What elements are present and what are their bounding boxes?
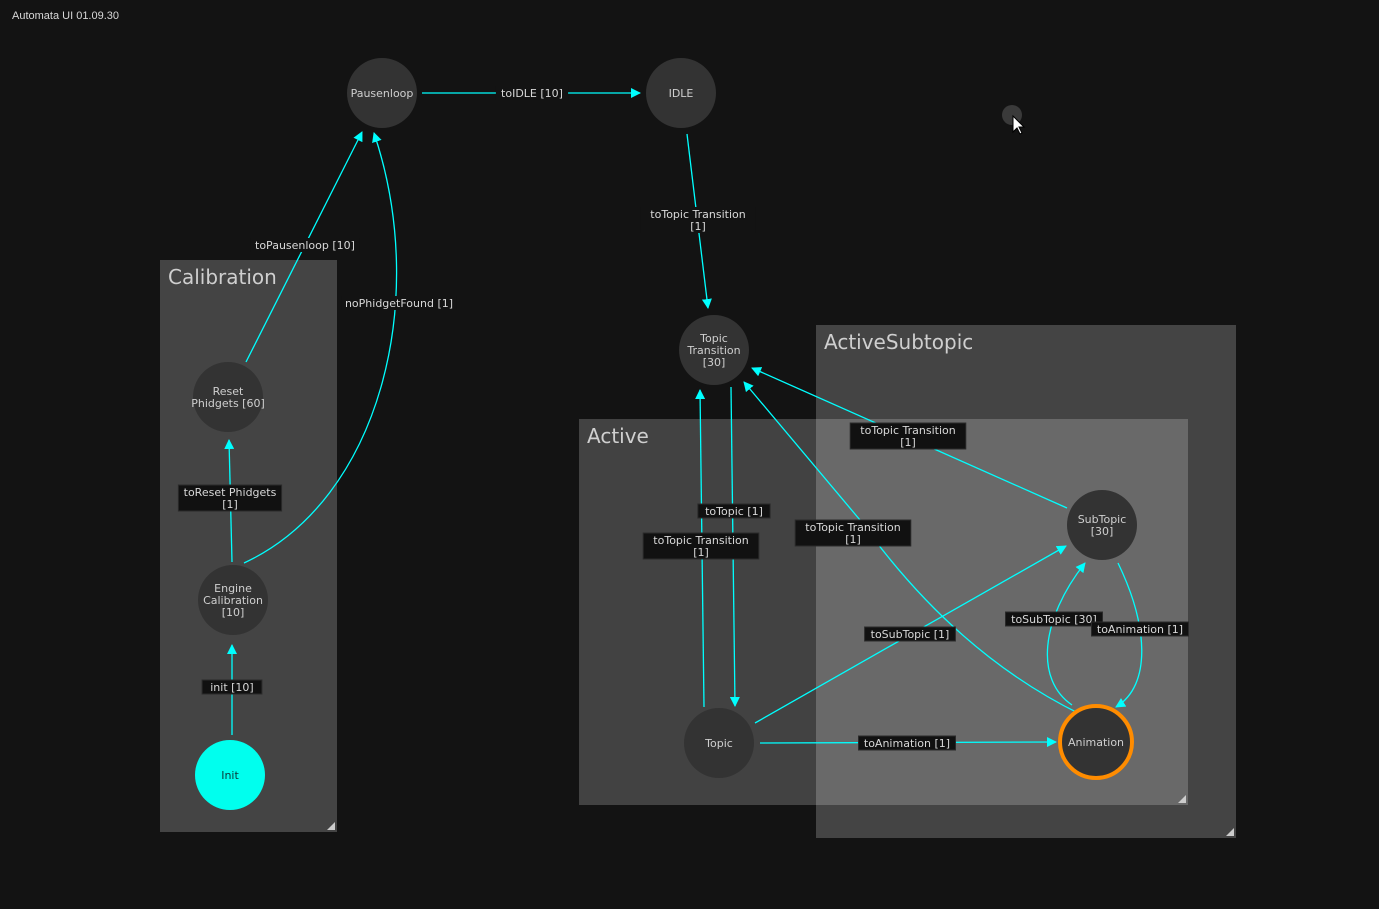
transition-animation-to-subtopic[interactable] bbox=[1046, 562, 1086, 706]
state-label: SubTopic[30] bbox=[1078, 513, 1127, 538]
state-node-animation[interactable]: Animation bbox=[1058, 704, 1134, 780]
state-label: Animation bbox=[1068, 736, 1124, 749]
transition-label-text: toPausenloop [10] bbox=[255, 239, 355, 252]
transition-label-text: toAnimation [1] bbox=[1097, 623, 1183, 636]
transition-label[interactable]: toAnimation [1] bbox=[1091, 621, 1189, 637]
group-title: Active bbox=[587, 424, 649, 448]
transition-label-text: toReset Phidgets[1] bbox=[184, 486, 277, 511]
transition-label-text: toTopic Transition[1] bbox=[650, 208, 745, 233]
mouse-cursor-icon bbox=[1002, 105, 1026, 135]
state-label: Pausenloop bbox=[351, 87, 414, 100]
transition-label-text: toTopic Transition[1] bbox=[653, 534, 748, 559]
transition-subtopic-to-animation[interactable] bbox=[1115, 562, 1143, 708]
transition-label[interactable]: toAnimation [1] bbox=[858, 735, 956, 751]
resize-handle[interactable] bbox=[327, 822, 335, 830]
transition-label-text: toSubTopic [30] bbox=[1011, 613, 1097, 626]
state-node-subtopic[interactable]: SubTopic[30] bbox=[1067, 490, 1137, 560]
group-title: Calibration bbox=[168, 265, 277, 289]
transition-label-text: noPhidgetFound [1] bbox=[345, 297, 453, 310]
transition-label-text: init [10] bbox=[210, 681, 253, 694]
transition-label-text: toTopic [1] bbox=[705, 505, 763, 518]
transition-label[interactable]: toTopic Transition[1] bbox=[640, 207, 756, 233]
transition-label[interactable]: toTopic [1] bbox=[697, 503, 771, 519]
transition-label-text: toTopic Transition[1] bbox=[805, 521, 900, 546]
group-activesubtopic[interactable]: ActiveSubtopic bbox=[816, 325, 1236, 838]
transition-label[interactable]: init [10] bbox=[201, 679, 263, 695]
state-label: Topic bbox=[704, 737, 733, 750]
transition-label[interactable]: toPausenloop [10] bbox=[250, 238, 360, 252]
transition-label[interactable]: toTopic Transition[1] bbox=[849, 422, 967, 450]
app-title: Automata UI 01.09.30 bbox=[12, 10, 120, 22]
group-title: ActiveSubtopic bbox=[824, 330, 973, 354]
transition-engine-calibration-to-pausenloop[interactable] bbox=[243, 132, 398, 564]
transition-label[interactable]: toReset Phidgets[1] bbox=[177, 484, 283, 512]
transition-label[interactable]: toIDLE [10] bbox=[495, 86, 569, 100]
group-calibration[interactable]: Calibration bbox=[160, 260, 337, 832]
state-node-pausenloop[interactable]: Pausenloop bbox=[347, 58, 417, 128]
state-node-init[interactable]: Init bbox=[195, 740, 265, 810]
resize-handle[interactable] bbox=[1226, 828, 1234, 836]
transition-label-text: toIDLE [10] bbox=[501, 87, 563, 100]
state-node-topic[interactable]: Topic bbox=[684, 708, 754, 778]
transition-label[interactable]: noPhidgetFound [1] bbox=[341, 296, 457, 310]
transition-label-text: toSubTopic [1] bbox=[871, 628, 950, 641]
transition-label-text: toTopic Transition[1] bbox=[860, 424, 955, 449]
transition-label[interactable]: toSubTopic [1] bbox=[864, 626, 956, 642]
transition-label[interactable]: toSubTopic [30] bbox=[1005, 611, 1103, 627]
transition-label[interactable]: toTopic Transition[1] bbox=[794, 519, 912, 547]
state-label: IDLE bbox=[669, 87, 694, 100]
transition-label-text: toAnimation [1] bbox=[864, 737, 950, 750]
resize-handle[interactable] bbox=[1178, 795, 1186, 803]
transition-label[interactable]: toTopic Transition[1] bbox=[642, 532, 760, 560]
state-label: Init bbox=[221, 769, 239, 782]
state-node-idle[interactable]: IDLE bbox=[646, 58, 716, 128]
